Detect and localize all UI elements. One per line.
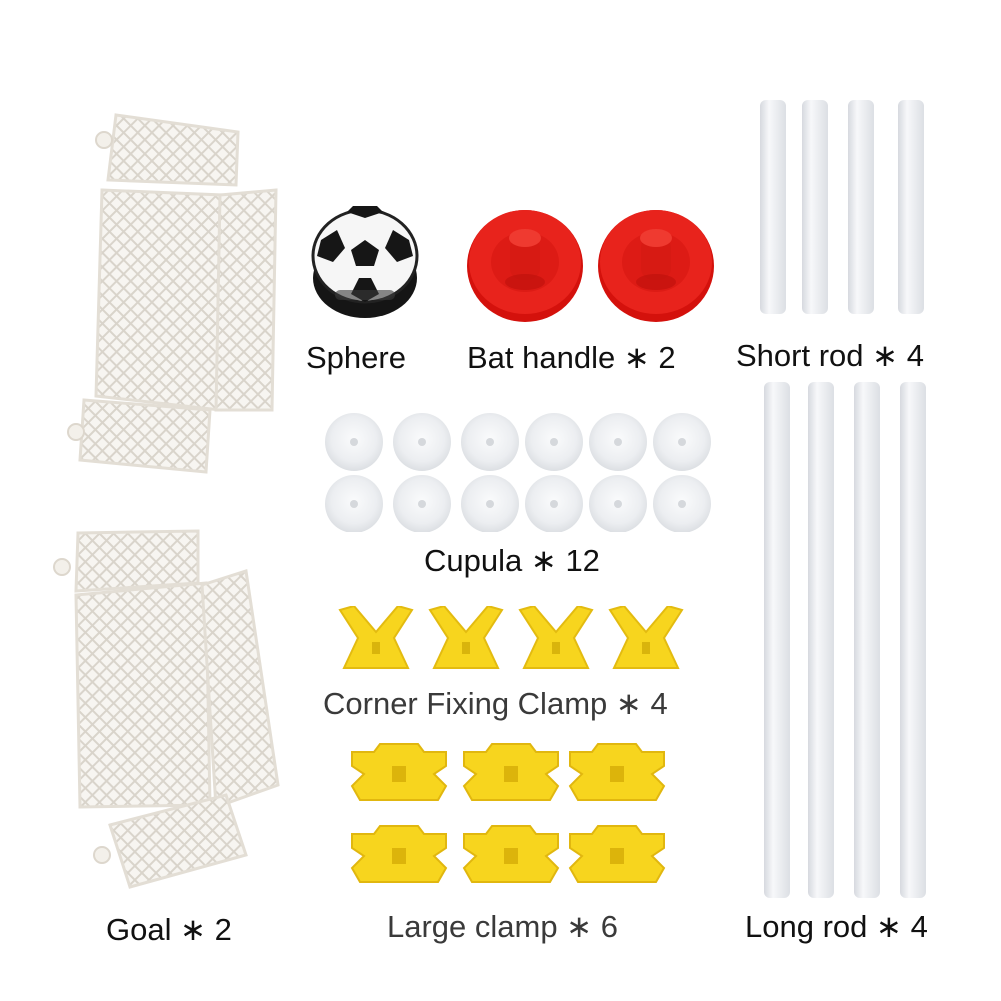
soccer-hover-ball-icon	[307, 204, 422, 319]
bat-handle-icon	[594, 202, 718, 326]
large-clamp-label: Large clamp ∗ 6	[387, 909, 619, 944]
corner-clamps	[336, 606, 696, 674]
suction-cups	[322, 412, 712, 532]
long-rods	[762, 378, 932, 903]
short-rods	[758, 96, 938, 321]
cupula-label: Cupula ∗ 12	[424, 543, 600, 578]
corner-clamp-label: Corner Fixing Clamp ∗ 4	[323, 686, 668, 721]
bat-handle-label: Bat handle ∗ 2	[467, 340, 676, 375]
long-rod-label: Long rod ∗ 4	[745, 909, 928, 944]
goal-net-bottom	[50, 525, 290, 895]
goal-net-top	[60, 110, 290, 480]
sphere-label: Sphere	[306, 340, 406, 375]
large-clamps	[350, 742, 680, 892]
bat-handle-icon	[463, 202, 587, 326]
goal-label: Goal ∗ 2	[106, 912, 232, 947]
short-rod-label: Short rod ∗ 4	[736, 338, 924, 373]
